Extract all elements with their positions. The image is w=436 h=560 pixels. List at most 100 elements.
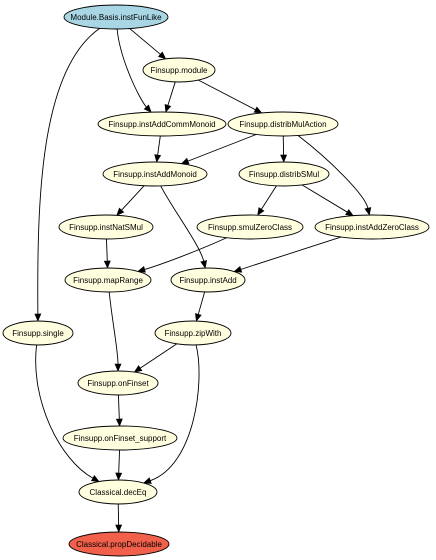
node-label: Finsupp.instAddMonoid xyxy=(113,170,197,179)
arrowhead-am-to-add xyxy=(200,260,208,269)
nodes-layer: Module.Basis.instFunLikeFinsupp.moduleFi… xyxy=(2,4,430,557)
node-szc: Finsupp.smulZeroClass xyxy=(196,214,304,240)
arrowhead-onf-to-onfs xyxy=(115,418,123,427)
edge-nat-to-mr xyxy=(106,238,108,262)
arrowhead-add-to-zip xyxy=(195,313,202,322)
node-label: Module.Basis.instFunLike xyxy=(70,13,162,22)
arrowhead-azc-to-add xyxy=(233,265,243,273)
node-label: Finsupp.onFinset xyxy=(87,379,149,388)
node-single: Finsupp.single xyxy=(2,320,74,346)
edge-zip-to-deceq xyxy=(150,344,200,482)
node-nat: Finsupp.instNatSMul xyxy=(58,214,154,240)
node-ellipse xyxy=(170,267,246,293)
edge-root-to-acm xyxy=(116,28,147,108)
arrowhead-root-to-module xyxy=(157,51,167,60)
node-ellipse xyxy=(102,161,208,187)
node-azc: Finsupp.instAddZeroClass xyxy=(314,214,430,240)
arrowhead-dma-to-azc xyxy=(364,207,372,216)
arrowhead-szc-to-mr xyxy=(137,266,146,273)
arrowhead-deceq-to-prop xyxy=(115,524,123,533)
node-label: Finsupp.instAddCommMonoid xyxy=(108,120,215,129)
node-label: Finsupp.single xyxy=(12,329,64,338)
node-prop: Classical.propDecidable xyxy=(68,531,170,557)
node-ellipse xyxy=(142,57,216,83)
edge-zip-to-onf xyxy=(139,343,177,369)
node-mr: Finsupp.mapRange xyxy=(64,267,152,293)
edge-szc-to-mr xyxy=(144,237,227,270)
node-ellipse xyxy=(77,370,159,396)
node-ellipse xyxy=(196,214,304,240)
node-label: Finsupp.instAdd xyxy=(179,276,236,285)
edge-root-to-module xyxy=(129,28,161,55)
node-ellipse xyxy=(64,267,152,293)
node-ellipse xyxy=(227,111,339,137)
node-ellipse xyxy=(238,161,330,187)
node-label: Finsupp.zipWith xyxy=(165,329,222,338)
edge-dsm-to-azc xyxy=(301,184,348,213)
edge-module-to-acm xyxy=(167,81,176,106)
node-label: Finsupp.module xyxy=(151,66,208,75)
node-label: Finsupp.distribSMul xyxy=(249,170,319,179)
edge-dma-to-azc xyxy=(297,135,369,209)
edge-onfs-to-deceq xyxy=(118,449,121,474)
node-ellipse xyxy=(154,320,232,346)
edge-am-to-add xyxy=(160,185,205,262)
node-am: Finsupp.instAddMonoid xyxy=(102,161,208,187)
arrowhead-dsm-to-szc xyxy=(257,207,265,216)
edge-azc-to-add xyxy=(240,236,342,270)
node-acm: Finsupp.instAddCommMonoid xyxy=(97,111,227,137)
edge-mr-to-onf xyxy=(108,291,119,365)
node-add: Finsupp.instAdd xyxy=(170,267,246,293)
node-onf: Finsupp.onFinset xyxy=(77,370,159,396)
arrowhead-module-to-dma xyxy=(253,106,263,114)
node-label: Finsupp.onFinset_support xyxy=(74,434,167,443)
node-dma: Finsupp.distribMulAction xyxy=(227,111,339,137)
arrowhead-module-to-acm xyxy=(164,104,172,113)
edge-am-to-nat xyxy=(121,185,145,211)
edge-dsm-to-szc xyxy=(261,185,277,210)
node-ellipse xyxy=(78,479,158,505)
arrowhead-single-to-deceq xyxy=(90,474,100,482)
edge-dma-to-am xyxy=(187,134,257,162)
node-ellipse xyxy=(62,425,178,451)
edges-layer xyxy=(34,28,372,533)
arrowhead-onfs-to-deceq xyxy=(115,472,123,481)
edge-onf-to-onfs xyxy=(117,394,120,420)
arrowhead-dma-to-dsm xyxy=(280,154,288,163)
node-ellipse xyxy=(63,4,169,30)
node-ellipse xyxy=(2,320,74,346)
node-label: Finsupp.mapRange xyxy=(73,276,143,285)
node-label: Finsupp.instAddZeroClass xyxy=(325,223,419,232)
edge-module-to-dma xyxy=(198,79,256,111)
node-root: Module.Basis.instFunLike xyxy=(63,4,169,30)
node-module: Finsupp.module xyxy=(142,57,216,83)
node-dsm: Finsupp.distribSMul xyxy=(238,161,330,187)
node-label: Finsupp.instNatSMul xyxy=(69,223,143,232)
node-label: Classical.propDecidable xyxy=(76,540,162,549)
node-onfs: Finsupp.onFinset_support xyxy=(62,425,178,451)
arrowhead-acm-to-am xyxy=(154,154,162,163)
arrowhead-dsm-to-azc xyxy=(345,208,354,217)
arrowhead-nat-to-mr xyxy=(103,260,111,269)
node-ellipse xyxy=(68,531,170,557)
arrowhead-am-to-nat xyxy=(116,207,125,216)
node-ellipse xyxy=(97,111,227,137)
edge-add-to-zip xyxy=(197,291,206,315)
node-label: Finsupp.smulZeroClass xyxy=(208,223,292,232)
edge-acm-to-am xyxy=(157,135,161,156)
edge-root-to-single xyxy=(37,28,100,315)
arrowhead-root-to-acm xyxy=(143,104,152,113)
node-label: Finsupp.distribMulAction xyxy=(239,120,326,129)
edge-single-to-deceq xyxy=(35,344,94,479)
arrowhead-zip-to-onf xyxy=(133,365,143,373)
arrowhead-mr-to-onf xyxy=(114,363,122,372)
arrowhead-dma-to-am xyxy=(180,157,190,165)
node-ellipse xyxy=(314,214,430,240)
arrowhead-root-to-single xyxy=(34,313,42,322)
node-ellipse xyxy=(58,214,154,240)
node-deceq: Classical.decEq xyxy=(78,479,158,505)
node-label: Classical.decEq xyxy=(90,488,147,497)
arrowhead-zip-to-deceq xyxy=(143,477,152,484)
node-zip: Finsupp.zipWith xyxy=(154,320,232,346)
